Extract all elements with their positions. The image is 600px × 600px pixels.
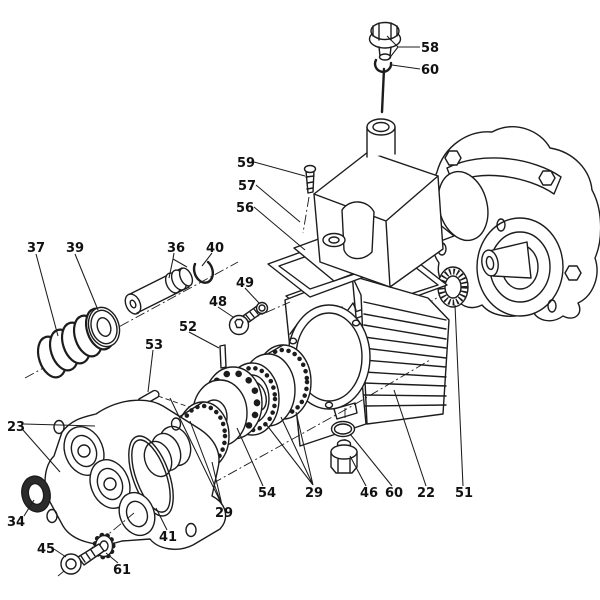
bolt-hole xyxy=(288,337,298,345)
crankcase-finned-side xyxy=(351,275,450,425)
bolt-hole xyxy=(351,319,361,327)
bolt-hole xyxy=(46,508,58,524)
callout-23: 23 xyxy=(7,420,25,435)
callout-53: 53 xyxy=(145,338,163,353)
callout-61: 61 xyxy=(113,563,131,578)
cover-bolt-boss xyxy=(538,170,556,186)
leader-48 xyxy=(217,306,234,318)
cylinder-bore xyxy=(118,491,156,537)
leader-46 xyxy=(349,455,367,487)
callout-59: 59 xyxy=(237,156,255,171)
callout-29a: 29 xyxy=(215,506,233,521)
leader-54 xyxy=(236,427,264,487)
callout-57: 57 xyxy=(238,179,256,194)
callout-37: 37 xyxy=(27,241,45,256)
engine-cover xyxy=(430,126,600,322)
cover-bolt-boss xyxy=(444,150,462,166)
callout-49: 49 xyxy=(236,276,254,291)
axis-bolt xyxy=(232,301,291,328)
callout-22: 22 xyxy=(417,486,435,501)
callout-48: 48 xyxy=(209,295,227,310)
cover-recess xyxy=(341,201,375,260)
leader-39 xyxy=(74,253,99,311)
leader-53 xyxy=(147,349,154,393)
leader-60 xyxy=(391,64,421,70)
oil-tank-cover xyxy=(293,118,455,288)
piston-shaft xyxy=(124,267,194,315)
head-screw xyxy=(60,543,105,575)
dipstick-rod xyxy=(380,67,386,114)
callout-40: 40 xyxy=(206,241,224,256)
leader-37 xyxy=(35,253,59,337)
filler-neck xyxy=(366,126,396,158)
callout-34: 34 xyxy=(7,515,25,530)
leader-41 xyxy=(155,507,168,531)
drain-o-ring xyxy=(330,420,356,438)
oil-seal xyxy=(21,475,51,513)
cover-boss xyxy=(322,232,346,248)
leader-56 xyxy=(253,206,306,251)
leader-60b xyxy=(349,433,393,487)
leader-40 xyxy=(201,252,213,267)
leader-29a xyxy=(169,397,223,506)
callout-51: 51 xyxy=(455,486,473,501)
callout-58: 58 xyxy=(421,41,439,56)
cover-screw xyxy=(302,164,317,234)
leader-23 xyxy=(22,423,96,473)
callout-labels: 58 60 59 57 56 37 39 36 40 49 48 52 53 2… xyxy=(7,41,473,578)
callout-41: 41 xyxy=(159,530,177,545)
leader-49 xyxy=(244,287,260,304)
callout-39: 39 xyxy=(66,241,84,256)
leader-61 xyxy=(105,552,119,564)
bolt-hole xyxy=(53,419,65,435)
bolt-hole xyxy=(324,401,334,409)
leader-22 xyxy=(393,389,427,487)
dipstick-clip xyxy=(373,58,393,73)
bolt-hole xyxy=(547,299,557,313)
leader-lines xyxy=(22,35,464,564)
drain-plug xyxy=(330,439,358,474)
leader-58 xyxy=(386,35,420,61)
leader-51 xyxy=(454,304,464,487)
bolt-hole xyxy=(496,218,506,232)
o-ring-large xyxy=(128,435,174,517)
bolt-hole xyxy=(185,522,197,538)
leader-36 xyxy=(168,252,188,279)
leader-45 xyxy=(53,548,67,558)
dowel-pin xyxy=(219,344,227,369)
cover-bolt-boss xyxy=(564,265,582,281)
callout-45: 45 xyxy=(37,542,55,557)
circlip xyxy=(192,260,214,284)
leader-59 xyxy=(253,161,306,177)
callout-60: 60 xyxy=(421,63,439,78)
callout-54: 54 xyxy=(258,486,276,501)
oil-cap xyxy=(370,21,400,41)
washer-seal xyxy=(87,306,121,348)
callout-56: 56 xyxy=(236,201,254,216)
leader-29b xyxy=(265,411,314,486)
callout-29b: 29 xyxy=(305,486,323,501)
bolt-hole xyxy=(170,417,182,431)
leader-57 xyxy=(255,184,301,223)
drain-boss xyxy=(333,402,358,420)
callout-36: 36 xyxy=(167,241,185,256)
leader-52 xyxy=(188,331,220,349)
cylinder-head xyxy=(44,399,227,550)
callout-46: 46 xyxy=(360,486,378,501)
cover-arm xyxy=(446,157,562,195)
leader-34 xyxy=(23,499,35,517)
callout-60b: 60 xyxy=(385,486,403,501)
axis-main xyxy=(117,359,431,537)
o-ring-small xyxy=(255,301,269,315)
callout-52: 52 xyxy=(179,320,197,335)
oil-cap-dipstick xyxy=(368,21,402,114)
